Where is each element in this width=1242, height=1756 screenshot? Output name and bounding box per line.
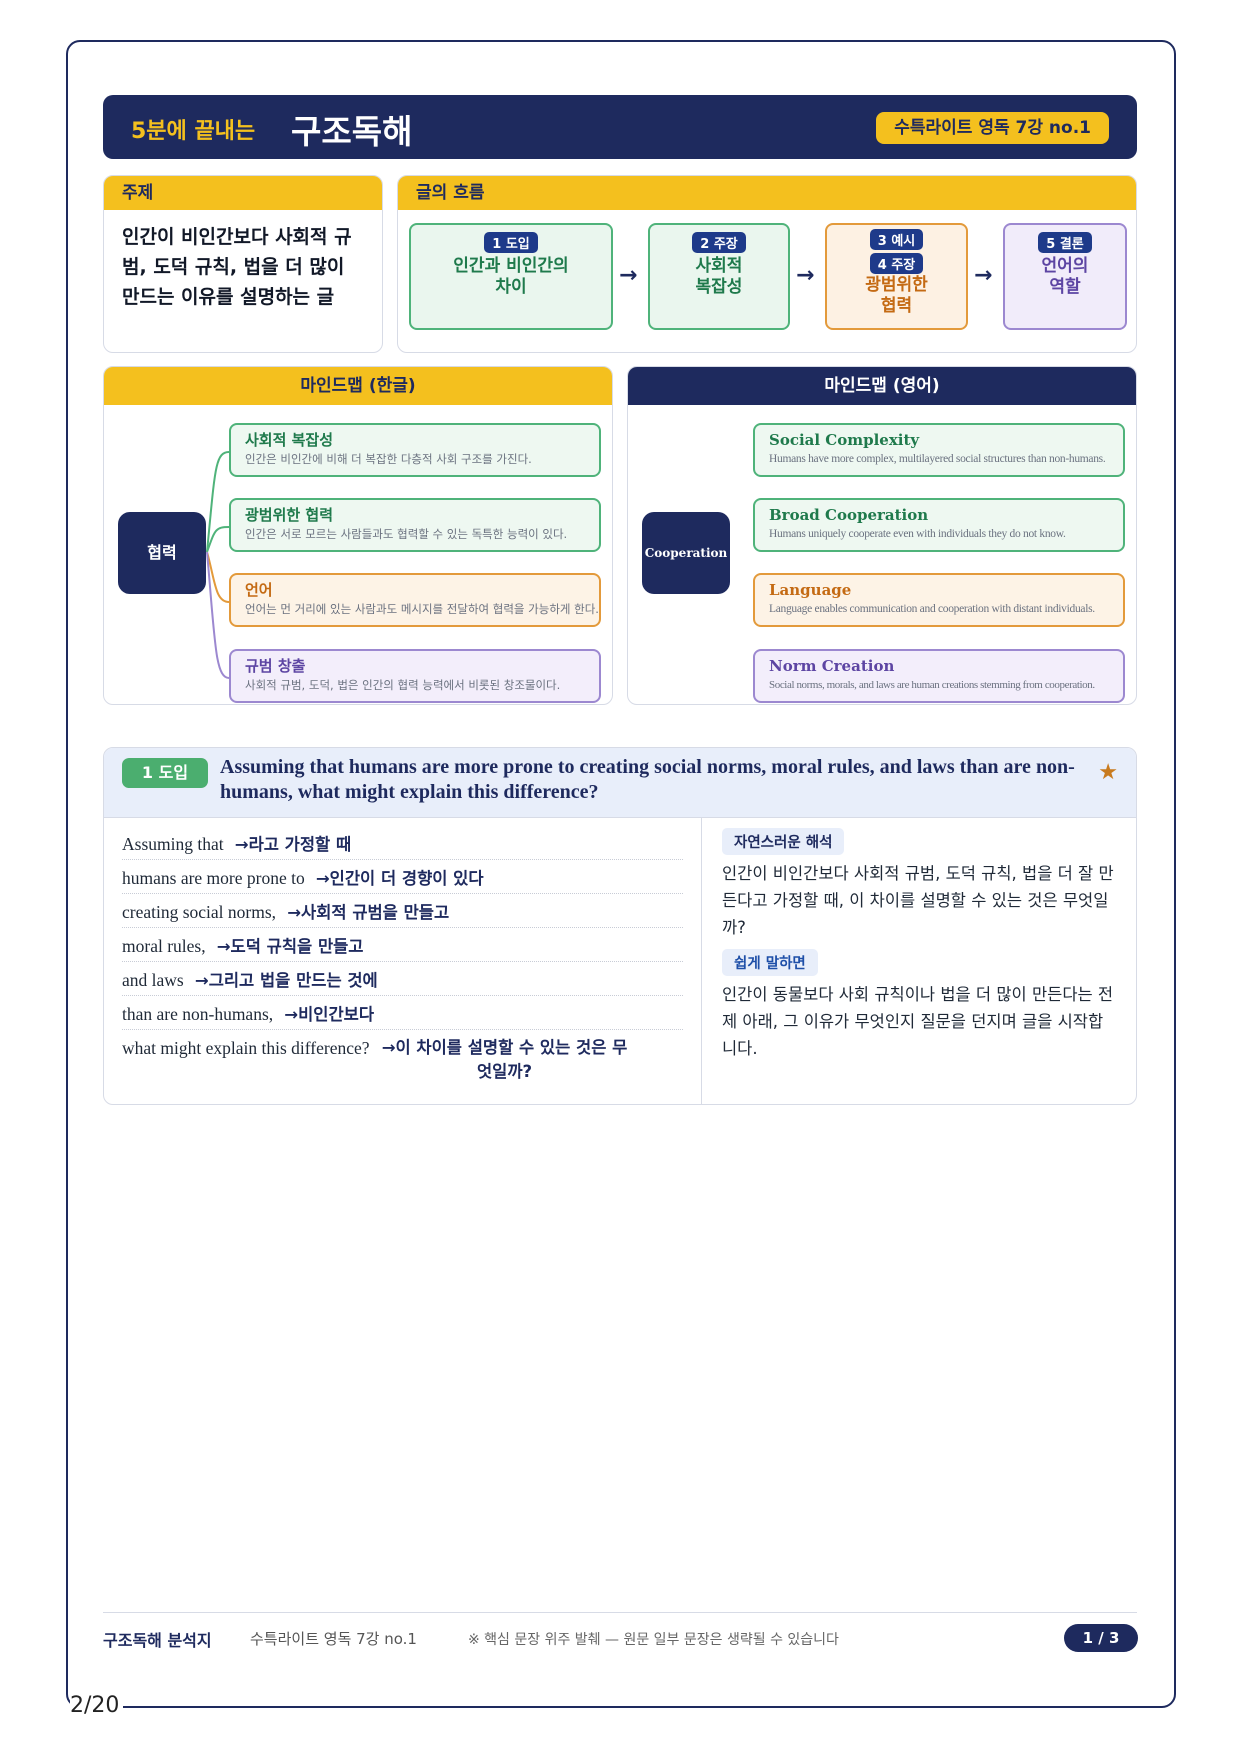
flow-node-number: 3 예시 (869, 229, 924, 250)
mindmap-en-node: Broad Cooperation Humans uniquely cooper… (753, 498, 1125, 552)
interpretation-panel: 자연스러운 해석 인간이 비인간보다 사회적 규범, 도덕 규칙, 법을 더 잘… (704, 818, 1136, 1080)
mindmap-ko-node: 광범위한 협력 인간은 서로 모르는 사람들과도 협력할 수 있는 독특한 능력… (229, 498, 601, 552)
footer-source: 수특라이트 영독 7강 no.1 (250, 1630, 417, 1648)
chunk-korean: →사회적 규범을 만들고 (287, 903, 450, 922)
chunk-korean: →도덕 규칙을 만들고 (216, 937, 364, 956)
flow-node-label: 광범위한 협력 (865, 275, 928, 316)
page-title: 구조독해 (291, 112, 413, 151)
sentence-analysis-box: 1 도입 Assuming that humans are more prone… (103, 747, 1137, 1105)
sentence-tag: 1 도입 (122, 758, 208, 788)
chunk-korean: →비인간보다 (284, 1005, 375, 1024)
chunk-row: Assuming that →라고 가정할 때 (122, 826, 683, 860)
chunk-korean: →인간이 더 경향이 있다 (315, 869, 484, 888)
topic-label: 주제 (104, 176, 382, 210)
flow-node-label: 사회적 복잡성 (695, 256, 743, 297)
mindmap-ko-node-desc: 인간은 서로 모르는 사람들과도 협력할 수 있는 독특한 능력이 있다. (245, 527, 568, 541)
easy-label: 쉽게 말하면 (722, 949, 818, 976)
footer-divider (103, 1612, 1137, 1613)
mindmap-en-node: Language Language enables communication … (753, 573, 1125, 627)
star-icon: ★ (1098, 760, 1118, 785)
chunk-row: moral rules, →도덕 규칙을 만들고 (122, 928, 683, 962)
chunk-row: humans are more prone to →인간이 더 경향이 있다 (122, 860, 683, 894)
chunk-english: moral rules, (122, 936, 206, 956)
chunk-korean: →이 차이를 설명할 수 있는 것은 무엇일까? (381, 1038, 628, 1081)
chunk-english: and laws (122, 970, 184, 990)
mindmap-ko-node-title: 규범 창출 (245, 657, 306, 675)
chunk-row: than are non-humans, →비인간보다 (122, 996, 683, 1030)
mindmap-en-label: 마인드맵 (영어) (628, 367, 1136, 405)
topic-box: 주제 인간이 비인간보다 사회적 규범, 도덕 규칙, 법을 더 많이 만드는 … (103, 175, 383, 353)
header-subtitle: 5분에 끝내는 (131, 119, 256, 144)
mindmap-en-root: Cooperation (642, 512, 730, 594)
topic-text: 인간이 비인간보다 사회적 규범, 도덕 규칙, 법을 더 많이 만드는 이유를… (122, 226, 352, 308)
lesson-badge: 수특라이트 영독 7강 no.1 (876, 112, 1109, 144)
chunk-korean: →라고 가정할 때 (234, 835, 352, 854)
mindmap-en-node-desc: Humans uniquely cooperate even with indi… (769, 528, 1066, 540)
flow-label: 글의 흐름 (398, 176, 1136, 210)
mindmap-ko-node-title: 언어 (245, 581, 273, 599)
mindmap-en-node: Social Complexity Humans have more compl… (753, 423, 1125, 477)
flow-node-conclusion: 5 결론 언어의 역할 (1003, 223, 1127, 330)
mindmap-ko-label: 마인드맵 (한글) (104, 367, 612, 405)
footer-title: 구조독해 분석지 (103, 1631, 212, 1650)
mindmap-en-node-title: Social Complexity (769, 431, 920, 449)
mindmap-en-node-title: Language (769, 581, 852, 599)
sentence-header: 1 도입 Assuming that humans are more prone… (104, 748, 1136, 818)
mindmap-ko-node: 사회적 복잡성 인간은 비인간에 비해 더 복잡한 다층적 사회 구조를 가진다… (229, 423, 601, 477)
footer-page-badge: 1 / 3 (1064, 1624, 1138, 1652)
mindmap-ko-node-title: 사회적 복잡성 (245, 431, 334, 449)
mindmap-en-node-desc: Humans have more complex, multilayered s… (769, 453, 1106, 465)
chunk-english: than are non-humans, (122, 1004, 274, 1024)
chunk-translation-list: Assuming that →라고 가정할 때 humans are more … (104, 818, 702, 1104)
chunk-english: what might explain this difference? (122, 1038, 370, 1058)
flow-node-number: 5 결론 (1038, 232, 1092, 253)
chunk-row: creating social norms, →사회적 규범을 만들고 (122, 894, 683, 928)
flow-node-label: 언어의 역할 (1041, 256, 1089, 297)
mindmap-en-node-desc: Language enables communication and coope… (769, 603, 1095, 615)
flow-node-number: 1 도입 (484, 232, 538, 253)
flow-node-number-2: 4 주장 (869, 253, 924, 274)
mindmap-ko-node: 규범 창출 사회적 규범, 도덕, 법은 인간의 협력 능력에서 비롯된 창조물… (229, 649, 601, 703)
header-banner: 5분에 끝내는 구조독해 수특라이트 영독 7강 no.1 (103, 95, 1137, 159)
mindmap-ko-node: 언어 언어는 먼 거리에 있는 사람과도 메시지를 전달하여 협력을 가능하게 … (229, 573, 601, 627)
footer-note: ※ 핵심 문장 위주 발췌 — 원문 일부 문장은 생략될 수 있습니다 (468, 1632, 839, 1648)
chunk-english: humans are more prone to (122, 868, 305, 888)
mindmap-en-node: Norm Creation Social norms, morals, and … (753, 649, 1125, 703)
chunk-row: and laws →그리고 법을 만드는 것에 (122, 962, 683, 996)
flow-node-number: 2 주장 (692, 232, 746, 253)
page-counter: 2/20 (70, 1693, 124, 1718)
chunk-korean: →그리고 법을 만드는 것에 (194, 971, 378, 990)
flow-arrow-1: → (619, 263, 638, 288)
mindmap-en-node-title: Broad Cooperation (769, 506, 929, 524)
mindmap-en-node-desc: Social norms, morals, and laws are human… (769, 679, 1095, 691)
flow-arrow-2: → (796, 263, 815, 288)
mindmap-ko-node-desc: 인간은 비인간에 비해 더 복잡한 다층적 사회 구조를 가진다. (245, 452, 532, 466)
flow-arrow-3: → (974, 263, 993, 288)
natural-label: 자연스러운 해석 (722, 828, 845, 855)
mindmap-ko-node-desc: 언어는 먼 거리에 있는 사람과도 메시지를 전달하여 협력을 가능하게 한다. (245, 602, 599, 616)
natural-text: 인간이 비인간보다 사회적 규범, 도덕 규칙, 법을 더 잘 만든다고 가정할… (722, 864, 1114, 937)
chunk-english: creating social norms, (122, 902, 277, 922)
chunk-row: what might explain this difference? →이 차… (122, 1030, 683, 1084)
flow-node-label: 인간과 비인간의 차이 (453, 256, 569, 297)
mindmap-ko-node-title: 광범위한 협력 (245, 506, 334, 524)
flow-node-claim: 2 주장 사회적 복잡성 (648, 223, 790, 330)
easy-text: 인간이 동물보다 사회 규칙이나 법을 더 많이 만든다는 전제 아래, 그 이… (722, 985, 1114, 1058)
flow-node-example: 3 예시 4 주장 광범위한 협력 (825, 223, 968, 330)
flow-node-intro: 1 도입 인간과 비인간의 차이 (409, 223, 613, 330)
mindmap-ko-node-desc: 사회적 규범, 도덕, 법은 인간의 협력 능력에서 비롯된 창조물이다. (245, 678, 561, 692)
mindmap-en-node-title: Norm Creation (769, 657, 895, 675)
sentence-english: Assuming that humans are more prone to c… (220, 756, 1075, 803)
chunk-english: Assuming that (122, 834, 224, 854)
mindmap-ko-root: 협력 (118, 512, 206, 594)
